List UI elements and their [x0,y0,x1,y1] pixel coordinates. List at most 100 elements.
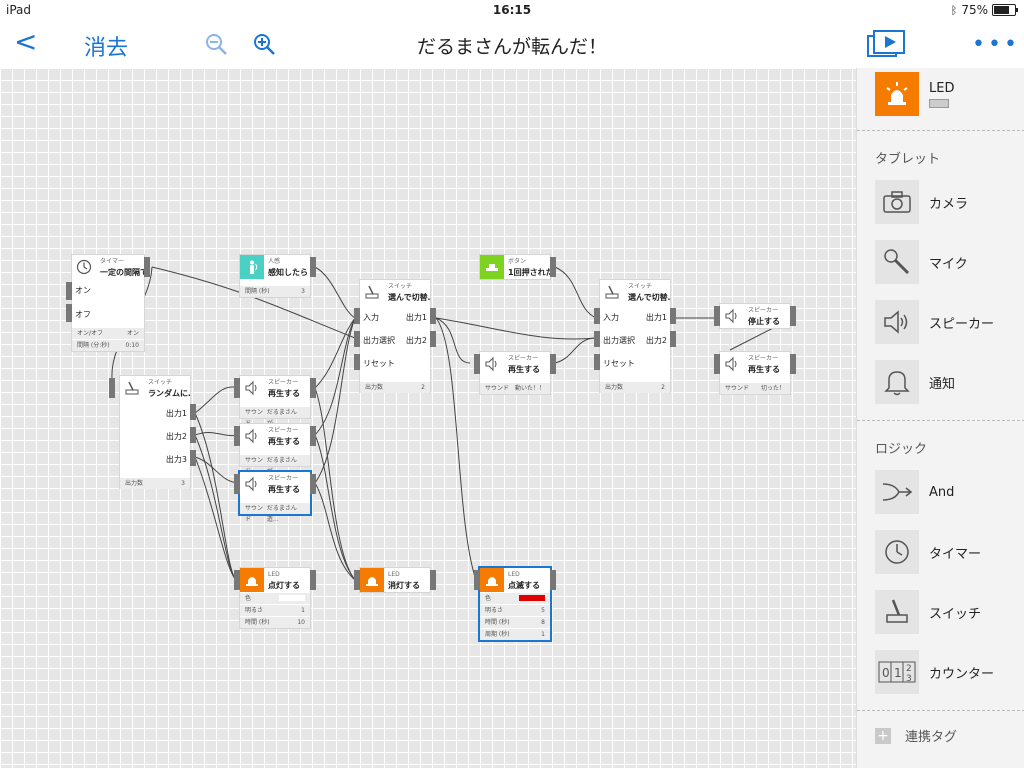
panel-item-camera[interactable]: カメラ [875,180,968,224]
and-icon [875,470,919,514]
panel-item-speaker[interactable]: スピーカー [875,300,994,344]
input-port[interactable] [234,426,240,446]
output-port[interactable] [790,354,796,374]
page-title: だるまさんが転んだ！ [416,36,607,58]
speaker-icon [720,304,744,328]
output-port[interactable] [550,354,556,374]
node-label: 停止する [748,316,780,326]
plus-icon: + [875,727,891,744]
output-port[interactable] [430,331,436,347]
timer-icon [72,255,96,279]
input-port[interactable] [594,331,600,347]
input-port[interactable] [109,378,115,398]
led-icon [240,568,264,592]
output-port[interactable] [550,257,556,277]
device-name: iPad [6,3,32,17]
section-header-tablet: タブレット [875,152,941,167]
output-port[interactable] [550,570,556,590]
output-port[interactable] [190,404,196,420]
output-port[interactable] [310,474,316,494]
output-port[interactable] [430,308,436,324]
node-label: 感知したら [268,267,308,277]
input-port[interactable] [714,306,720,326]
device-label: LED [929,80,955,96]
microphone-icon [875,240,919,284]
input-port[interactable] [234,570,240,590]
input-port[interactable] [714,354,720,374]
back-button[interactable]: < [14,25,38,58]
node-label: 点灯する [268,580,300,590]
speaker-node-5[interactable]: スピーカー再生する サウンド切った！ [720,352,790,394]
input-port[interactable] [234,474,240,494]
more-icon[interactable]: ••• [972,32,1020,57]
input-port[interactable] [66,304,72,322]
timer-node[interactable]: タイマー一定の間隔で オン オフ オン/オフオン 間隔 (分:秒)0:10 [72,255,144,351]
human-sensor-node[interactable]: 人感感知したら 間隔 (秒)3 [240,255,310,297]
panel-item-linked-tag[interactable]: + 連携タグ [875,726,957,745]
param-row: 時間 (秒)8 [480,616,550,628]
output-port[interactable] [790,306,796,326]
node-label: 再生する [748,364,780,374]
speaker-icon [240,472,264,496]
port-on: オン [75,286,91,295]
input-port[interactable] [594,308,600,324]
panel-item-and[interactable]: And [875,470,954,514]
preview-icon[interactable] [866,28,906,60]
param-row: サウンドだるまさんが… [240,406,310,427]
panel-item-led[interactable]: LED [875,72,954,116]
param-row: サウンドだるまさん造… [240,502,310,523]
output-port[interactable] [670,331,676,347]
output-port[interactable] [670,308,676,324]
input-port[interactable] [66,282,72,300]
output-port[interactable] [144,257,150,277]
speaker-node-4[interactable]: スピーカー再生する サウンド動いた！！ [480,352,550,394]
led-icon [480,568,504,592]
timer-icon [875,530,919,574]
battery-icon [992,4,1018,16]
panel-item-microphone[interactable]: マイク [875,240,968,284]
output-port[interactable] [190,450,196,466]
input-port[interactable] [474,354,480,374]
panel-item-notification[interactable]: 通知 [875,360,955,404]
speaker-icon [480,352,504,376]
led-icon [875,72,919,116]
zoom-out-icon[interactable] [204,32,228,56]
param-row: 時間 (秒)10 [240,616,310,628]
output-port[interactable] [310,426,316,446]
recipe-canvas[interactable]: タイマー一定の間隔で オン オフ オン/オフオン 間隔 (分:秒)0:10 人感… [0,68,856,768]
input-port[interactable] [354,570,360,590]
clear-button[interactable]: 消去 [84,36,129,61]
input-port[interactable] [234,378,240,398]
input-port[interactable] [474,570,480,590]
svg-text:3: 3 [906,674,912,684]
panel-item-switch[interactable]: スイッチ [875,590,981,634]
input-port[interactable] [354,331,360,347]
output-port[interactable] [430,570,436,590]
panel-item-timer[interactable]: タイマー [875,530,981,574]
input-port[interactable] [354,308,360,324]
input-port[interactable] [354,354,360,370]
input-port[interactable] [594,354,600,370]
speaker-stop-node[interactable]: スピーカー停止する [720,304,790,328]
output-port[interactable] [310,570,316,590]
param-row: 間隔 (秒)3 [240,285,310,297]
speaker-node-3[interactable]: スピーカー再生する サウンドだるまさん造… [240,472,310,523]
button-icon [480,255,504,279]
output-port[interactable] [310,378,316,398]
output-port[interactable] [310,257,316,277]
zoom-in-icon[interactable] [252,32,276,56]
speaker-icon [720,352,744,376]
output-port[interactable] [190,427,196,443]
